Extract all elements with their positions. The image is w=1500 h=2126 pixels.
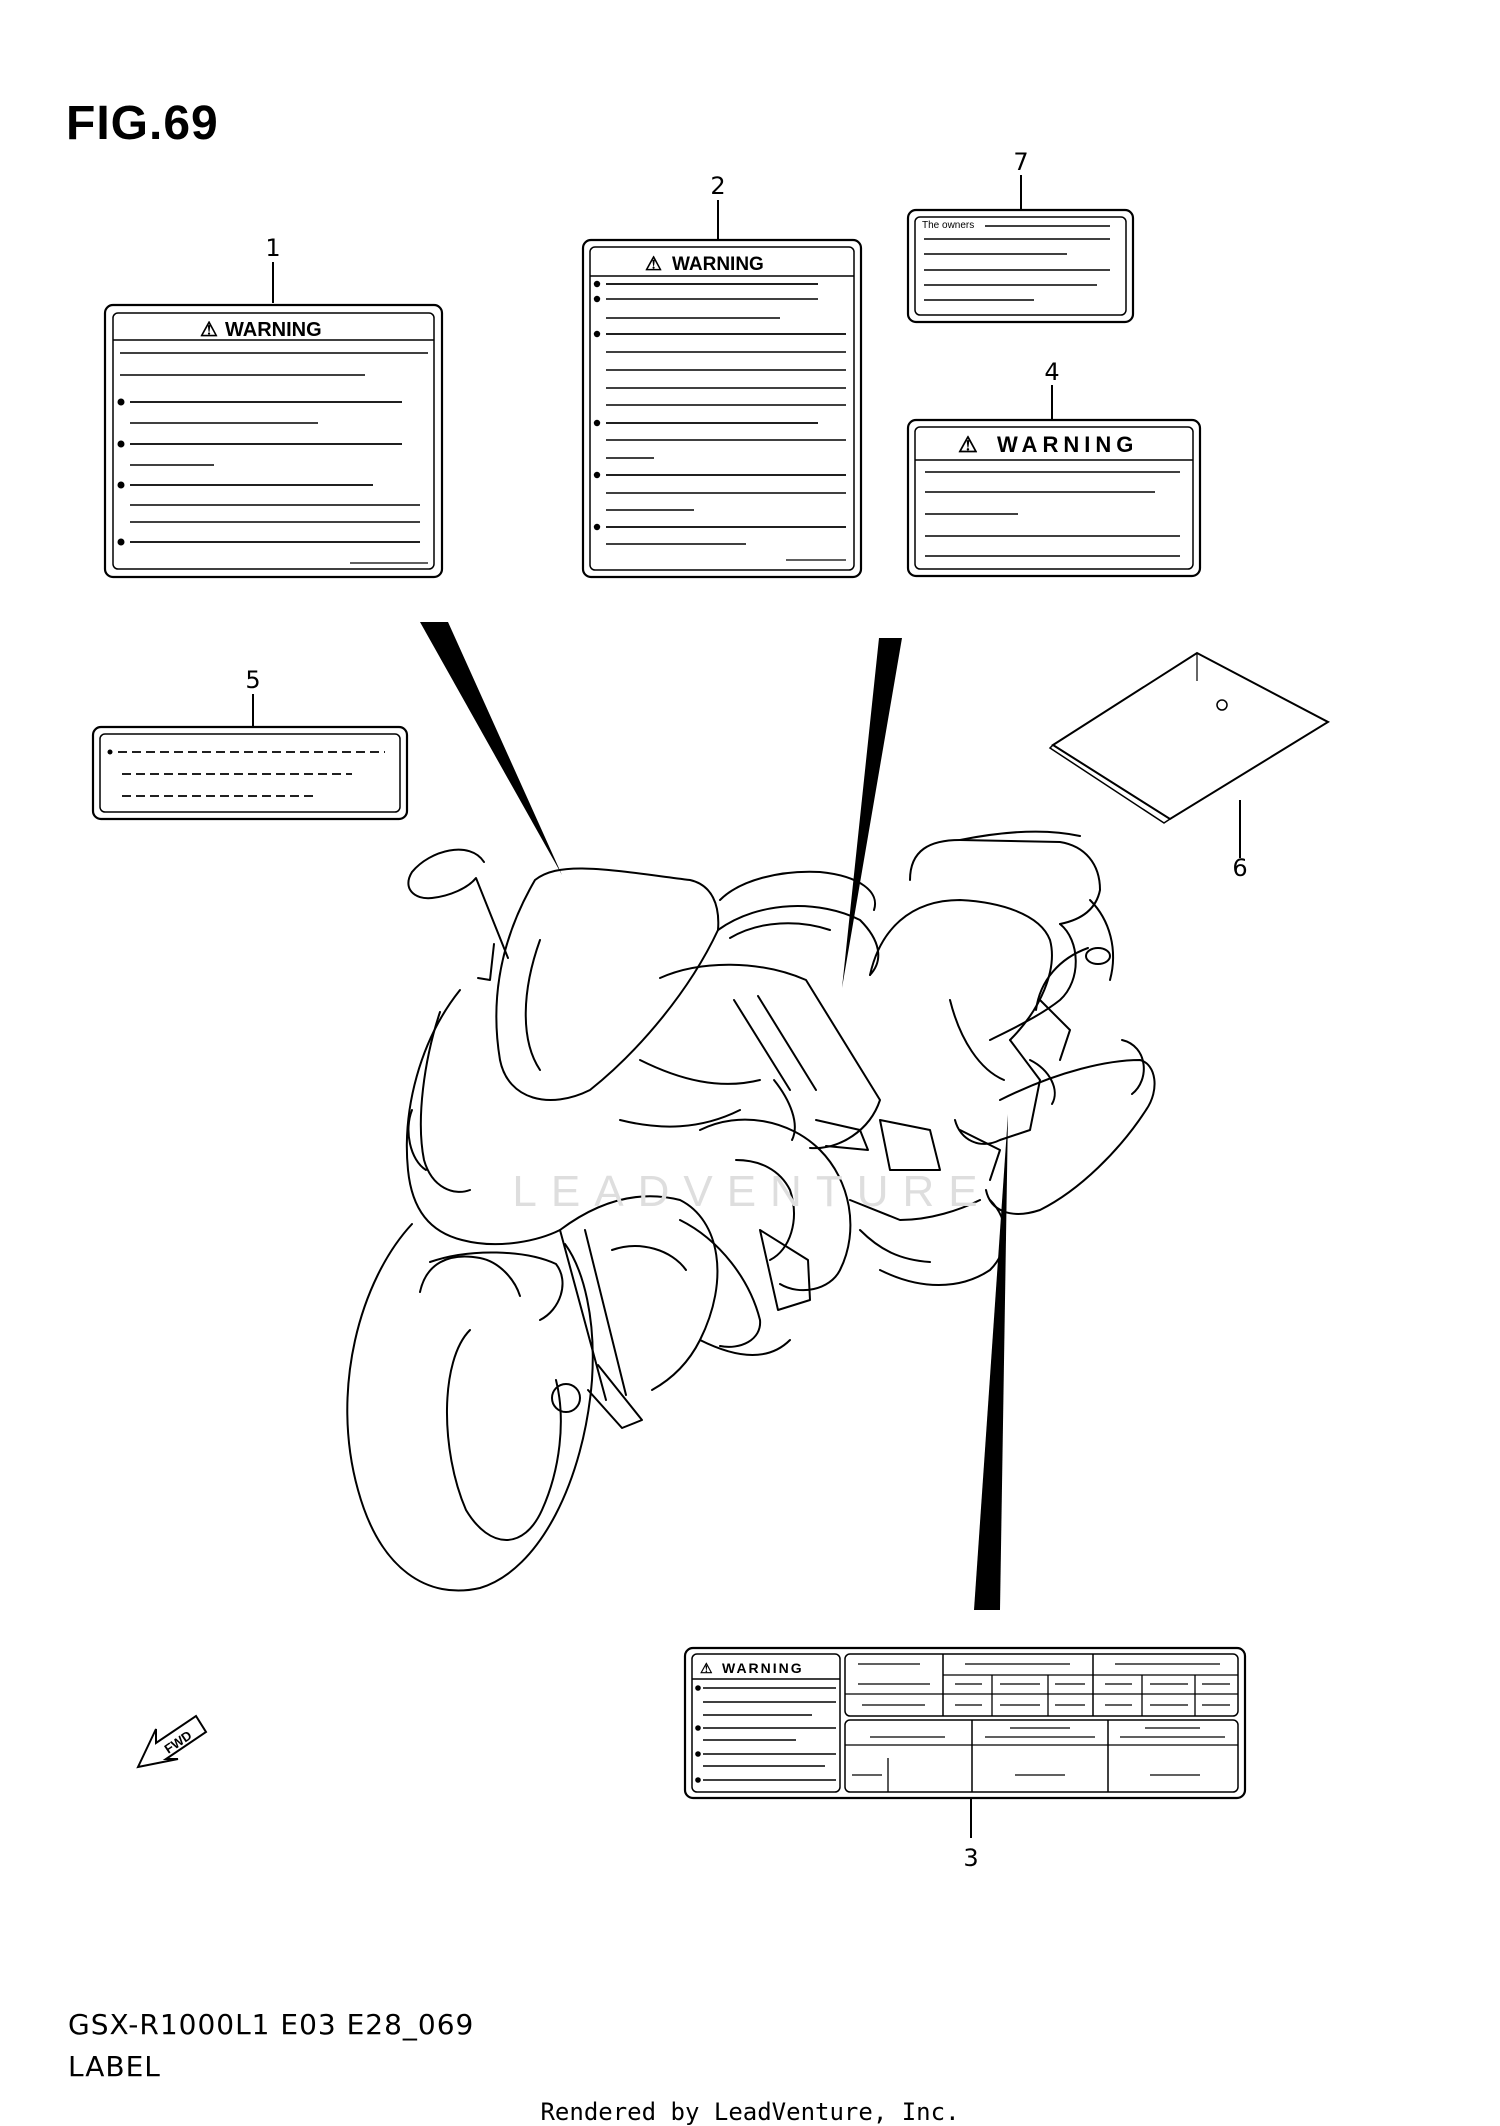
- label-6-manual[interactable]: [1048, 651, 1331, 824]
- label-7[interactable]: [906, 208, 1135, 324]
- callout-6[interactable]: 6: [1232, 854, 1247, 882]
- motorcycle-outline: [346, 830, 1156, 1592]
- rendered-by: Rendered by LeadVenture, Inc.: [540, 2098, 960, 2126]
- warning-heading-3: WARNING: [722, 1660, 804, 1676]
- warning-symbol-4: ⚠: [958, 432, 978, 457]
- warning-symbol-3: ⚠: [700, 1660, 713, 1676]
- callout-5[interactable]: 5: [245, 666, 260, 694]
- warning-heading-2: WARNING: [672, 254, 764, 275]
- callout-7[interactable]: 7: [1013, 148, 1028, 176]
- warning-heading-4: WARNING: [997, 432, 1138, 457]
- callout-3[interactable]: 3: [963, 1844, 978, 1872]
- label-5[interactable]: [91, 725, 409, 821]
- model-code: GSX-R1000L1 E03 E28_069: [68, 2008, 475, 2041]
- section-name: LABEL: [68, 2050, 161, 2083]
- watermark: LEADVENTURE: [512, 1167, 991, 1216]
- figure-title: FIG.69: [66, 97, 219, 150]
- label-1[interactable]: [103, 303, 444, 579]
- callout-1[interactable]: 1: [265, 234, 280, 262]
- warning-symbol-1: ⚠: [200, 319, 218, 341]
- pointer-wedges: [420, 622, 1008, 1610]
- callout-4[interactable]: 4: [1044, 358, 1059, 386]
- leader-lines: [252, 175, 1241, 1838]
- owners-text: The owners: [922, 220, 974, 231]
- warning-symbol-2: ⚠: [645, 254, 662, 275]
- callout-2[interactable]: 2: [710, 172, 725, 200]
- warning-heading-1: WARNING: [225, 319, 322, 341]
- fwd-arrow-icon: [136, 1714, 208, 1769]
- label-2[interactable]: [581, 238, 863, 579]
- label-4[interactable]: [906, 418, 1202, 578]
- label-3[interactable]: [683, 1646, 1247, 1800]
